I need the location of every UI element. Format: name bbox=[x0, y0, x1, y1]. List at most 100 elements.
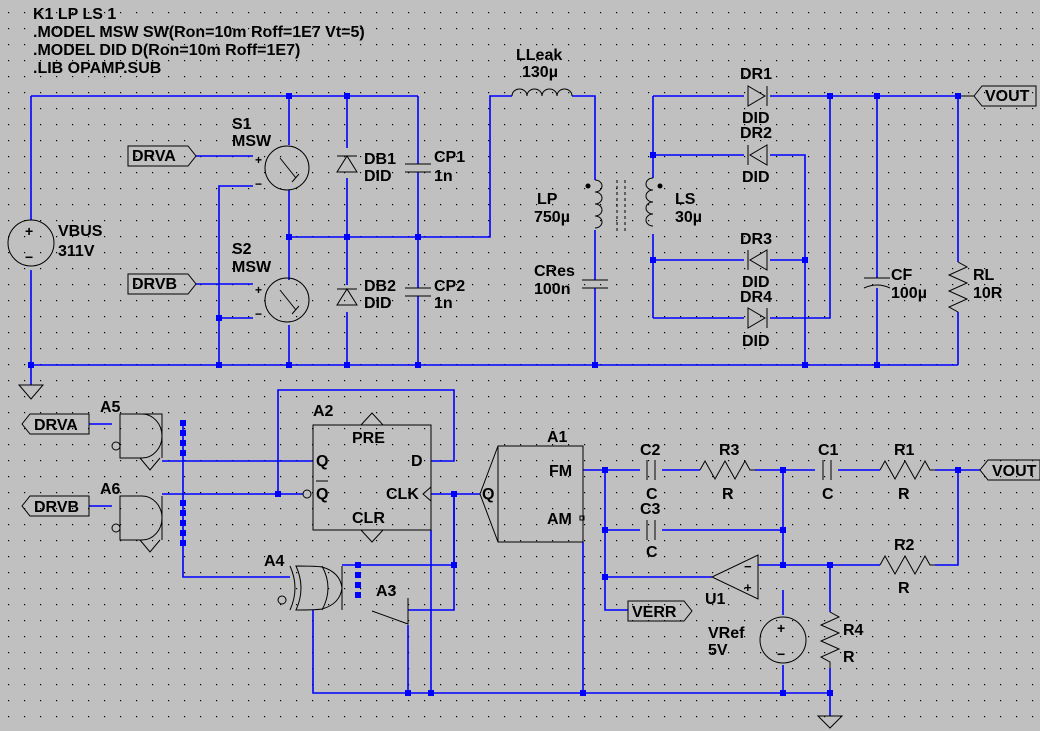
inductor-ls[interactable]: LS 30µ bbox=[645, 177, 702, 227]
net-label-verr[interactable]: VERR bbox=[627, 600, 693, 622]
capacitor-cres[interactable]: CRes 100n bbox=[534, 263, 608, 298]
capacitor-cp1[interactable]: CP1 1n bbox=[405, 149, 465, 185]
cres-name: CRes bbox=[534, 263, 575, 280]
directive-model-diode[interactable]: .MODEL DID D(Ron=10m Roff=1E7) bbox=[33, 42, 300, 59]
db2-model: DID bbox=[364, 295, 392, 312]
vbus-value: 311V bbox=[58, 243, 95, 260]
s2-name: S2 bbox=[232, 241, 252, 258]
inductor-lleak[interactable]: LLeak 130µ bbox=[511, 47, 573, 97]
a5-name: A5 bbox=[100, 399, 121, 416]
r1-name: R1 bbox=[894, 442, 915, 459]
a1-pin-fm: FM bbox=[549, 463, 572, 480]
diode-db2[interactable]: DB2 DID bbox=[336, 278, 396, 312]
diode-dr4[interactable]: DR4 DID bbox=[740, 289, 772, 350]
dr2-name: DR2 bbox=[740, 125, 772, 142]
a2-pin-pre: PRE bbox=[352, 430, 385, 447]
dr4-model: DID bbox=[742, 333, 770, 350]
s1-minus-sign: − bbox=[255, 177, 262, 191]
a2-name: A2 bbox=[313, 403, 334, 420]
switch-s1[interactable]: + − S1 MSW bbox=[232, 116, 310, 191]
a2-pin-q: Q bbox=[316, 453, 328, 470]
vbus-source[interactable]: + − VBUS 311V bbox=[7, 219, 103, 267]
s1-plus-sign: + bbox=[255, 153, 262, 167]
cp2-value: 1n bbox=[434, 295, 453, 312]
net-label-vout-top[interactable]: VOUT bbox=[958, 85, 1037, 107]
u1-plus-sign: + bbox=[744, 580, 752, 595]
xor-gate-a4[interactable]: A4 bbox=[264, 553, 343, 611]
capacitor-cf[interactable]: CF 100µ bbox=[863, 267, 927, 302]
s1-model: MSW bbox=[232, 133, 272, 150]
net-label-drva-in[interactable]: DRVA bbox=[127, 145, 197, 167]
directive-lib[interactable]: .LIB OPAMP.SUB bbox=[33, 60, 161, 77]
resistor-r2[interactable]: R2 R bbox=[879, 537, 935, 597]
cf-value: 100µ bbox=[891, 285, 927, 302]
resistor-r4[interactable]: R4 R bbox=[819, 611, 864, 668]
drva-label-text: DRVA bbox=[132, 148, 176, 165]
c2-value: C bbox=[646, 486, 658, 503]
resistor-r1[interactable]: R1 R bbox=[879, 442, 935, 503]
a6-name: A6 bbox=[100, 481, 121, 498]
s2-minus-sign: − bbox=[255, 307, 262, 321]
ls-name: LS bbox=[675, 191, 696, 208]
u1-name: U1 bbox=[705, 591, 726, 608]
diode-dr2[interactable]: DR2 DID bbox=[740, 125, 772, 186]
vref-source[interactable]: + − VRef 5V bbox=[708, 616, 807, 664]
junction-dots bbox=[28, 93, 961, 696]
spice-directives: K1 LP LS 1 .MODEL MSW SW(Ron=10m Roff=1E… bbox=[33, 6, 365, 77]
vbus-name: VBUS bbox=[58, 223, 103, 240]
verr-label-text: VERR bbox=[632, 604, 677, 621]
a2-pin-clr: CLR bbox=[352, 510, 385, 527]
a2-pin-d: D bbox=[411, 453, 423, 470]
db2-name: DB2 bbox=[364, 278, 396, 295]
switch-s2[interactable]: + − S2 MSW bbox=[232, 241, 310, 323]
a2-pin-qbar: Q bbox=[316, 486, 328, 503]
net-label-drvb-out[interactable]: DRVB bbox=[21, 495, 90, 517]
db1-name: DB1 bbox=[364, 151, 396, 168]
a3-name: A3 bbox=[376, 583, 397, 600]
dr4-name: DR4 bbox=[740, 289, 772, 306]
net-label-drvb-in[interactable]: DRVB bbox=[127, 273, 197, 295]
dr1-model: DID bbox=[742, 110, 770, 127]
net-label-vout-feedback[interactable]: VOUT bbox=[979, 459, 1040, 481]
rl-value: 10R bbox=[973, 285, 1003, 302]
vbus-plus-sign: + bbox=[25, 223, 33, 239]
ls-value: 30µ bbox=[675, 209, 702, 226]
cp1-value: 1n bbox=[434, 168, 453, 185]
capacitor-cp2[interactable]: CP2 1n bbox=[405, 278, 465, 312]
modulator-a1[interactable]: A1 FM AM Q bbox=[479, 429, 585, 543]
buffer-a3[interactable]: A3 bbox=[371, 583, 409, 625]
vout-top-label-text: VOUT bbox=[985, 88, 1030, 105]
and-gate-a6[interactable]: A6 bbox=[100, 481, 163, 553]
vref-value: 5V bbox=[708, 642, 728, 659]
capacitor-c3[interactable]: C3 C bbox=[640, 501, 661, 561]
drvb-label-text: DRVB bbox=[132, 276, 177, 293]
inductor-lp[interactable]: LP 750µ bbox=[534, 179, 603, 229]
directive-model-switch[interactable]: .MODEL MSW SW(Ron=10m Roff=1E7 Vt=5) bbox=[33, 24, 365, 41]
flipflop-a2[interactable]: A2 PRE CLR Q Q D CLK bbox=[302, 403, 432, 543]
capacitor-c1[interactable]: C1 C bbox=[818, 442, 839, 503]
opamp-u1[interactable]: − + U1 bbox=[705, 554, 759, 608]
and-gate-a5[interactable]: A5 bbox=[100, 399, 163, 471]
resistor-rl[interactable]: RL 10R bbox=[947, 261, 1003, 313]
capacitor-c2[interactable]: C2 C bbox=[640, 442, 661, 503]
diode-dr3[interactable]: DR3 DID bbox=[740, 231, 772, 291]
lp-name: LP bbox=[537, 191, 558, 208]
cf-name: CF bbox=[891, 267, 913, 284]
db1-model: DID bbox=[364, 168, 392, 185]
r2-value: R bbox=[898, 580, 910, 597]
cp2-name: CP2 bbox=[434, 278, 465, 295]
resistor-r3[interactable]: R3 R bbox=[699, 442, 755, 503]
a2-pin-clk: CLK bbox=[386, 486, 419, 503]
c3-name: C3 bbox=[640, 501, 661, 518]
dr1-name: DR1 bbox=[740, 66, 772, 83]
a1-name: A1 bbox=[547, 429, 568, 446]
diode-dr1[interactable]: DR1 DID bbox=[740, 66, 772, 127]
net-label-drva-out[interactable]: DRVA bbox=[21, 413, 90, 435]
diode-db1[interactable]: DB1 DID bbox=[336, 151, 396, 185]
directive-coupling[interactable]: K1 LP LS 1 bbox=[33, 6, 116, 23]
ground-symbol-control bbox=[816, 715, 844, 729]
lleak-value: 130µ bbox=[522, 64, 558, 81]
transformer-core bbox=[616, 180, 626, 234]
vref-minus-sign: − bbox=[777, 646, 785, 662]
